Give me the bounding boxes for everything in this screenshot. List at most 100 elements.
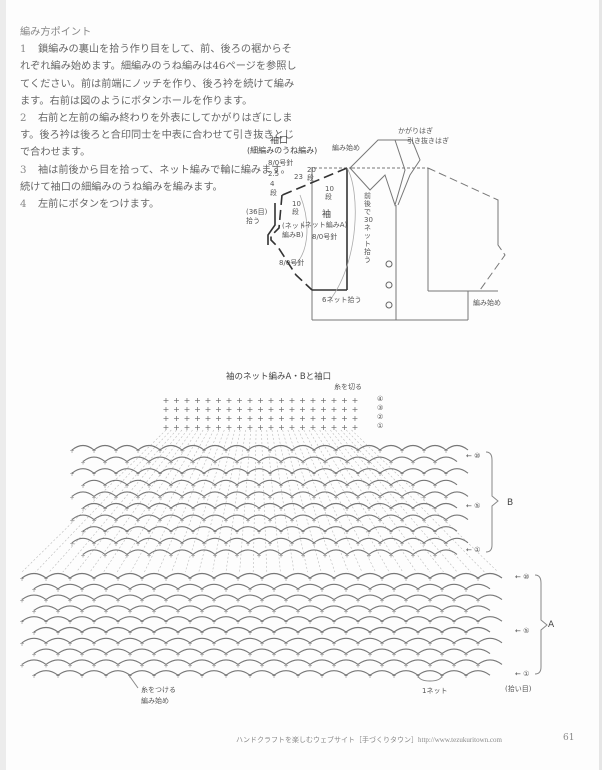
single-crochet-mark: + [179, 471, 184, 478]
net-arc-b [181, 537, 205, 544]
single-crochet-mark: + [267, 494, 272, 501]
net-arc-b [302, 526, 326, 532]
net-arc-a [105, 583, 131, 590]
single-crochet-mark: + [344, 552, 349, 559]
net-arc-b [445, 444, 469, 451]
single-crochet-mark: + [212, 529, 217, 536]
single-crochet-mark: + [271, 630, 276, 637]
net-arc-b [170, 502, 194, 509]
single-crochet-mark: + [43, 576, 48, 583]
net-arc-a [201, 583, 227, 590]
fan-guide-line [335, 429, 458, 573]
net-arc-a [129, 626, 155, 633]
net-arc-a [129, 605, 155, 611]
net-arc-a [225, 626, 251, 633]
net-arc-a [369, 626, 395, 633]
net-arc-b [258, 549, 282, 555]
single-crochet-mark: + [79, 652, 84, 659]
single-crochet-mark: + [234, 460, 239, 467]
single-crochet-mark: + [135, 471, 140, 478]
net-arc-b [291, 491, 315, 497]
cuff-row-3: ③ [377, 404, 384, 412]
net-arc-a [225, 648, 251, 655]
single-crochet-mark: + [179, 541, 184, 548]
net-arc-b [203, 444, 227, 451]
single-crochet-mark: + [211, 619, 216, 626]
single-crochet-mark: + [113, 448, 118, 455]
single-crochet-mark: + [319, 630, 324, 637]
single-crochet-mark: + [289, 448, 294, 455]
net-arc-b [346, 549, 370, 555]
net-arc-a [369, 583, 395, 590]
net-arc-a [93, 594, 119, 601]
start-label: 編み始め [332, 144, 360, 152]
net-arc-a [81, 670, 107, 676]
net-arc-b [401, 444, 425, 451]
net-arc-b [181, 514, 205, 521]
net-arc-b [280, 502, 304, 509]
net-arc-b [225, 468, 249, 474]
net-arc-b [71, 514, 95, 521]
single-crochet-mark: + [190, 506, 195, 513]
single-crochet-mark: + [256, 506, 261, 513]
single-crochet-mark: + [135, 448, 140, 455]
net-arc-b [192, 456, 216, 463]
single-crochet-mark: + [300, 552, 305, 559]
net-arc-a [321, 583, 347, 590]
net-arc-b [368, 526, 392, 532]
single-crochet-mark: + [256, 460, 261, 467]
single-crochet-mark: + [463, 608, 468, 615]
single-crochet-mark: + [257, 423, 264, 432]
single-crochet-mark: + [311, 541, 316, 548]
a-row-5: ← ⑤ [515, 627, 530, 635]
net-arc-a [189, 572, 215, 579]
net-arc-a [141, 659, 167, 665]
net-arc-b [357, 491, 381, 497]
single-crochet-mark: + [289, 423, 296, 432]
b-row-10: ← ⑩ [466, 452, 481, 460]
net-arc-b [192, 549, 216, 555]
single-crochet-mark: + [415, 587, 420, 594]
single-crochet-mark: + [139, 641, 144, 648]
single-crochet-mark: + [307, 662, 312, 669]
single-crochet-mark: + [415, 652, 420, 659]
single-crochet-mark: + [146, 460, 151, 467]
single-crochet-mark: + [234, 529, 239, 536]
net-arc-a [309, 637, 335, 644]
single-crochet-mark: + [256, 552, 261, 559]
single-crochet-mark: + [205, 423, 212, 432]
fan-guide-line [324, 429, 431, 573]
net-arc-a [165, 659, 191, 665]
single-crochet-mark: + [259, 662, 264, 669]
single-crochet-mark: + [331, 598, 336, 605]
single-crochet-mark: + [115, 641, 120, 648]
single-crochet-mark: + [343, 630, 348, 637]
net-arc-a [237, 616, 263, 622]
slip-seam-label: 引き抜きはぎ [407, 137, 449, 145]
net-arc-a [381, 616, 407, 622]
scan-edge [0, 0, 6, 770]
net-arc-b [181, 444, 205, 451]
single-crochet-mark: + [139, 662, 144, 669]
single-crochet-mark: + [212, 460, 217, 467]
net-arc-a [105, 626, 131, 633]
single-crochet-mark: + [103, 608, 108, 615]
net-arc-b [214, 526, 238, 532]
net-arc-a [393, 583, 419, 590]
single-crochet-mark: + [115, 598, 120, 605]
net-arc-b [313, 537, 337, 544]
single-crochet-mark: + [223, 652, 228, 659]
single-crochet-mark: + [388, 506, 393, 513]
net-arc-a [249, 648, 275, 655]
single-crochet-mark: + [271, 587, 276, 594]
net-arc-b [236, 479, 260, 486]
net-arc-a [33, 626, 59, 633]
net-arc-b [170, 479, 194, 486]
single-crochet-mark: + [194, 414, 201, 423]
single-crochet-mark: + [223, 608, 228, 615]
net-arc-a [345, 626, 371, 633]
single-crochet-mark: + [194, 405, 201, 414]
net-arc-b [71, 444, 95, 451]
single-crochet-mark: + [234, 506, 239, 513]
